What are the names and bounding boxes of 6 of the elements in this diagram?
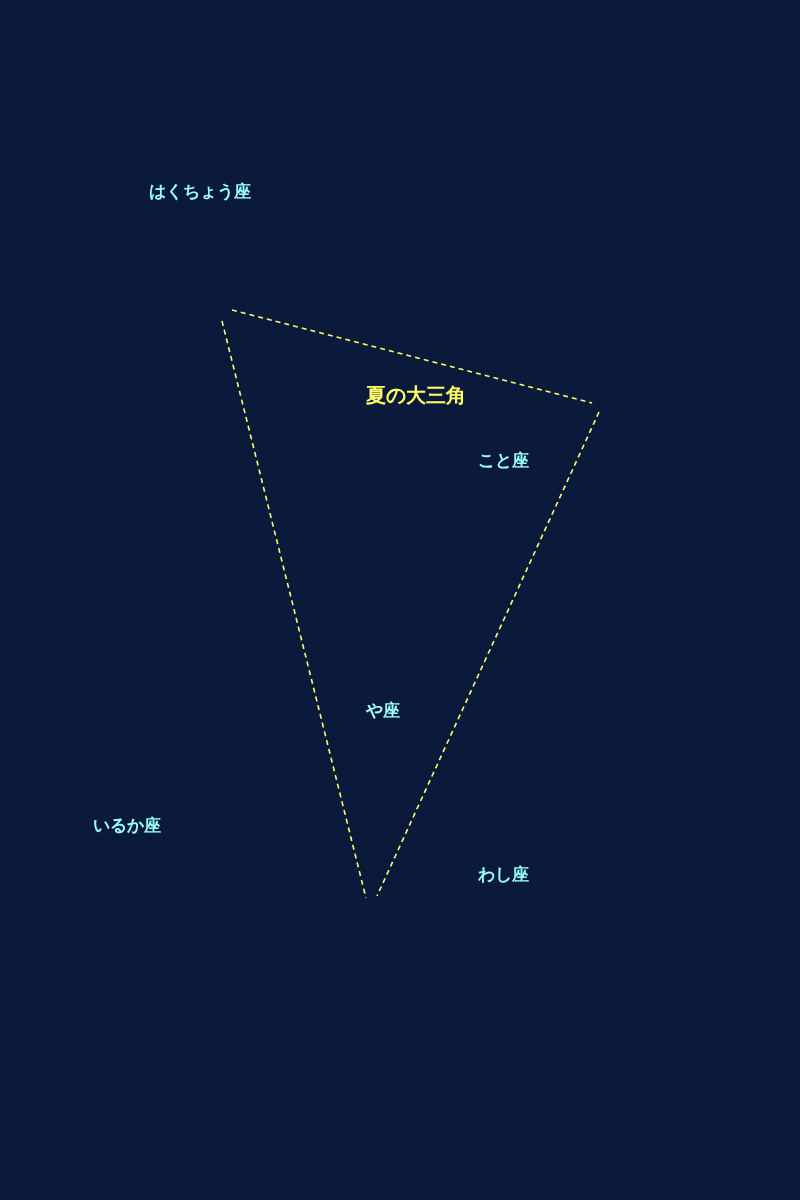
constellation-label: こと座 [477,448,529,472]
constellation-label: わし座 [477,862,529,886]
constellation-label: はくちょう座 [149,179,251,203]
constellation-label: いるか座 [93,813,161,837]
constellation-label: や座 [366,698,400,722]
triangle-title: 夏の大三角 [366,381,466,409]
